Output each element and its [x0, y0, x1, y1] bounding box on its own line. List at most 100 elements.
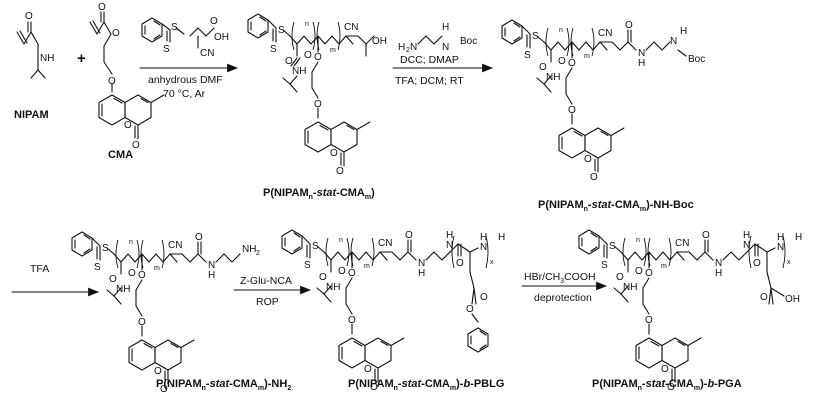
cta-atom-oh: OH: [214, 32, 229, 43]
p5-atom-o-ester: O: [645, 268, 653, 279]
p5-atom-h2: H: [743, 230, 750, 241]
plus-sign: +: [77, 50, 86, 67]
p3-atom-nh2: NH: [242, 244, 256, 255]
p2-atom-h2: H: [680, 26, 687, 37]
p1-atom-nh: NH: [292, 66, 306, 77]
p4-atom-h-end: H: [498, 232, 505, 243]
boc-ethylenediamine-structure: H 2 N N H Boc: [398, 22, 477, 54]
p3-repeat-m: m: [154, 265, 160, 272]
p5-atom-n1: N: [715, 258, 722, 269]
p5-repeat-n: n: [636, 237, 640, 244]
p5-atom-o-lactone: O: [661, 364, 669, 375]
p1-atom-o-amide: O: [285, 56, 293, 67]
p4-atom-n1: N: [418, 258, 425, 269]
p4-atom-n2: N: [446, 240, 453, 251]
p2-atom-o-ester-carbonyl: O: [558, 56, 566, 67]
r1-condition-solvent: anhydrous DMF: [148, 74, 223, 86]
p4-repeat-m: m: [364, 263, 370, 270]
p4-repeat-n: n: [339, 237, 343, 244]
p5-atom-n3: N: [777, 242, 784, 253]
p4-structure: S S O NH O O O O O CN O N H N H O N H H …: [281, 229, 505, 393]
p3-atom-o-ester-carbonyl: O: [128, 268, 136, 279]
p2-atom-n1: N: [638, 48, 645, 59]
p5-atom-h3: H: [777, 232, 784, 243]
cma-atom-o4: O: [124, 120, 132, 131]
r2-condition-deprotect: TFA; DCM; RT: [395, 75, 464, 87]
p3-atom-s-thio: S: [102, 243, 109, 254]
p5-atom-h1: H: [715, 268, 722, 279]
p3-repeat-n: n: [129, 239, 133, 246]
p5-atom-s-thione: S: [601, 260, 608, 271]
p2-atom-s-thione: S: [524, 50, 531, 61]
r5-condition-deprotection: deprotection: [534, 292, 592, 304]
p5-atom-o-peptide: O: [753, 258, 761, 269]
p5-atom-o-ester-carbonyl: O: [635, 266, 643, 277]
p4-atom-h3: H: [480, 232, 487, 243]
nipam-atom-o: O: [25, 11, 33, 22]
nipam-structure: O NH: [16, 11, 54, 79]
r4-condition-monomer: Z-Glu-NCA: [240, 275, 292, 287]
cta-structure: S S CN O OH: [141, 16, 229, 59]
p5-atom-oh-acid: OH: [785, 294, 800, 305]
p2-atom-h1: H: [638, 58, 645, 69]
p4-atom-h2: H: [446, 230, 453, 241]
p1-atom-o-lactone-carbonyl: O: [336, 166, 344, 177]
cta-atom-o: O: [210, 16, 218, 27]
p2-atom-o-amide: O: [539, 62, 547, 73]
p3-atom-o-amide2: O: [195, 232, 203, 243]
p1-repeat-m: m: [330, 47, 336, 54]
p2-atom-n2: N: [670, 36, 677, 47]
p2-repeat-m: m: [584, 53, 590, 60]
cma-atom-o1: O: [112, 28, 120, 39]
p4-label: P(NIPAMn-stat-CMAm)-b-PBLG: [348, 378, 504, 392]
p2-atom-o-ether: O: [568, 105, 576, 116]
p3-atom-o-lactone-carbonyl: O: [160, 384, 168, 395]
reagent-boc: Boc: [460, 36, 477, 47]
cma-atom-o5: O: [132, 140, 140, 151]
p3-atom-cn: CN: [168, 240, 182, 251]
nipam-atom-nh: NH: [40, 53, 54, 64]
reagent-h: H: [398, 42, 405, 53]
r1-condition-temp: 70 °C, Ar: [163, 88, 206, 100]
cma-atom-o3: O: [108, 76, 116, 87]
p3-structure: S S O NH O O O O O CN O N H NH 2 n m: [71, 231, 260, 395]
p5-atom-o-lactone-carbonyl: O: [667, 382, 675, 393]
p3-atom-n1: N: [208, 260, 215, 271]
p5-repeat-m: m: [661, 263, 667, 270]
p4-atom-o-benzyl: O: [466, 304, 474, 315]
p3-atom-nh2-sub: 2: [256, 250, 260, 257]
p2-repeat-n: n: [559, 27, 563, 34]
p1-structure: S S O NH O O O O O CN OH n m: [247, 13, 387, 177]
p3-atom-s-thione: S: [94, 262, 101, 273]
p1-atom-o-ester-carbonyl: O: [304, 50, 312, 61]
p1-atom-o-lactone: O: [330, 148, 338, 159]
p4-atom-o-ether: O: [348, 315, 356, 326]
p5-atom-cn: CN: [675, 238, 689, 249]
p5-atom-n2: N: [743, 240, 750, 251]
p4-atom-h1: H: [418, 268, 425, 279]
p3-label: P(NIPAMn-stat-CMAm)-NH2: [156, 378, 291, 392]
p4-atom-s-thio: S: [312, 241, 319, 252]
p4-atom-cn: CN: [378, 238, 392, 249]
p5-repeat-x: x: [787, 259, 791, 266]
p4-atom-o-lactone: O: [364, 364, 372, 375]
p2-atom-o-amide2: O: [625, 20, 633, 31]
reagent-n1: N: [410, 42, 417, 53]
p1-atom-o-ether: O: [314, 99, 322, 110]
p3-atom-o-ether: O: [138, 317, 146, 328]
p4-atom-o-peptide: O: [456, 258, 464, 269]
p1-label: P(NIPAMn-stat-CMAm): [263, 187, 375, 201]
cma-atom-o2: O: [98, 2, 106, 13]
p2-atom-o-ester: O: [568, 58, 576, 69]
p4-atom-o-ester-carbonyl: O: [338, 266, 346, 277]
p5-atom-nh: NH: [623, 282, 637, 293]
p3-atom-o-amide: O: [109, 274, 117, 285]
p1-atom-cn: CN: [344, 22, 358, 33]
p2-label: P(NIPAMn-stat-CMAm)-NH-Boc: [538, 199, 694, 213]
p4-atom-o-benzyl-carbonyl: O: [480, 292, 488, 303]
p3-atom-o-ester: O: [138, 270, 146, 281]
p2-atom-o-lactone-carbonyl: O: [590, 172, 598, 183]
r2-condition-coupling: DCC; DMAP: [400, 54, 459, 66]
p2-structure: S S O NH O O O O O CN O N H N H Boc n m: [501, 19, 705, 183]
p4-atom-o-amide2: O: [405, 230, 413, 241]
